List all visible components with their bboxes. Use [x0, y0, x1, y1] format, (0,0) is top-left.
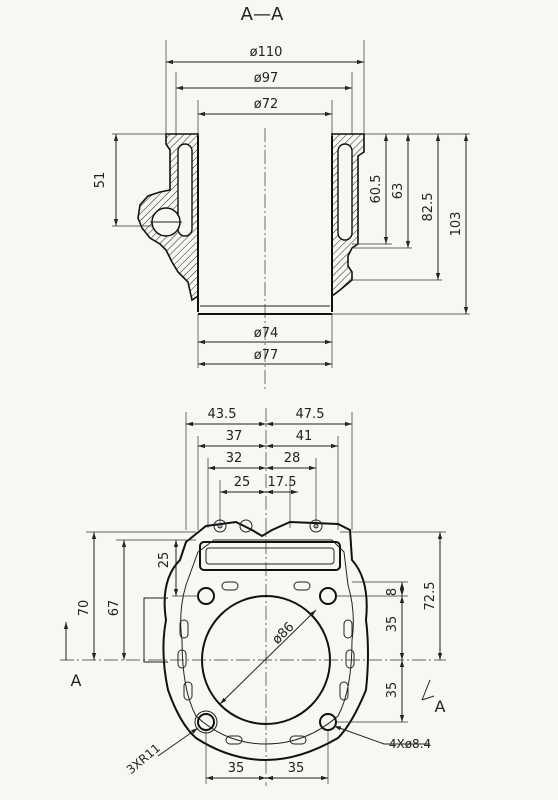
dim-v8-label: 8: [385, 588, 400, 596]
dim-v25-label: 25: [157, 552, 172, 569]
dim-d97: ø97: [176, 71, 352, 91]
dim-h82-5: 82.5: [421, 134, 441, 280]
dim-h103: 103: [449, 134, 469, 314]
section-mark-left: A: [63, 622, 82, 690]
dim-h60-5-label: 60.5: [369, 175, 384, 204]
dim-v35b-label: 35: [385, 682, 400, 699]
dim-v67-label: 67: [107, 600, 122, 617]
dim-v8: 8: [385, 582, 405, 596]
dim-d97-label: ø97: [254, 71, 279, 86]
dim-h63: 63: [391, 134, 411, 248]
dim-w25-label: 25: [234, 475, 251, 490]
dim-d86-label: ø86: [270, 620, 298, 648]
dim-d74-label: ø74: [254, 326, 279, 341]
section-mark-right: A: [421, 679, 446, 716]
dim-w17-5-label: 17.5: [268, 475, 297, 490]
dim-b35a: 35: [206, 761, 266, 781]
dim-b35b-label: 35: [288, 761, 305, 776]
dim-w41-label: 41: [296, 429, 313, 444]
section-view: ø110 ø97 ø72: [93, 40, 470, 392]
dim-w25: 25: [220, 475, 266, 495]
leader-r11: 3XR11: [124, 727, 199, 777]
dim-h103-label: 103: [449, 212, 464, 237]
dim-d74: ø74: [198, 326, 332, 345]
stud-holes: [194, 587, 337, 734]
dim-d110-label: ø110: [250, 45, 283, 60]
dim-w37-label: 37: [226, 429, 243, 444]
dim-d72-label: ø72: [254, 97, 279, 112]
dim-w32: 32: [208, 451, 266, 471]
dim-h51-label: 51: [93, 172, 108, 189]
dim-d77-label: ø77: [254, 348, 279, 363]
dim-b35a-label: 35: [228, 761, 245, 776]
dim-w37: 37: [198, 429, 266, 449]
section-mark-left-label: A: [71, 671, 82, 690]
cooling-slots: [177, 581, 355, 745]
section-title: A—A: [241, 4, 284, 25]
dim-v35a: 35: [385, 596, 405, 660]
dim-v35b: 35: [385, 660, 405, 722]
dim-v70: 70: [77, 532, 97, 660]
dim-d110: ø110: [166, 45, 364, 65]
dim-d77: ø77: [198, 348, 332, 367]
dim-h51: 51: [93, 134, 119, 226]
leader-r11-label: 3XR11: [124, 741, 163, 777]
dim-h63-label: 63: [391, 183, 406, 200]
flange-outline: [162, 520, 369, 762]
leader-holes-label: 4Xø8.4: [389, 737, 431, 751]
dim-h82-5-label: 82.5: [421, 193, 436, 222]
dim-d72: ø72: [198, 97, 332, 117]
dim-v72-5-label: 72.5: [423, 582, 438, 611]
dim-v25: 25: [157, 540, 179, 596]
dim-w47-5-label: 47.5: [296, 407, 325, 422]
dim-v72-5: 72.5: [423, 532, 443, 660]
dim-w28: 28: [266, 451, 316, 471]
dim-w32-label: 32: [226, 451, 243, 466]
dim-b35b: 35: [266, 761, 328, 781]
plan-view: 43.5 47.5 37 41 32 28 25 17.5: [60, 407, 446, 786]
dim-h60-5: 60.5: [369, 134, 389, 244]
leader-holes: 4Xø8.4: [333, 725, 431, 751]
dim-w28-label: 28: [284, 451, 301, 466]
dim-w41: 41: [266, 429, 338, 449]
dim-w17-5: 17.5: [266, 475, 298, 495]
dim-v67: 67: [107, 540, 127, 660]
dim-v35a-label: 35: [385, 616, 400, 633]
dim-v70-label: 70: [77, 600, 92, 617]
dim-w47-5: 47.5: [266, 407, 352, 427]
dim-w43-5-label: 43.5: [208, 407, 237, 422]
dim-w43-5: 43.5: [186, 407, 266, 427]
section-mark-right-label: A: [435, 697, 446, 716]
